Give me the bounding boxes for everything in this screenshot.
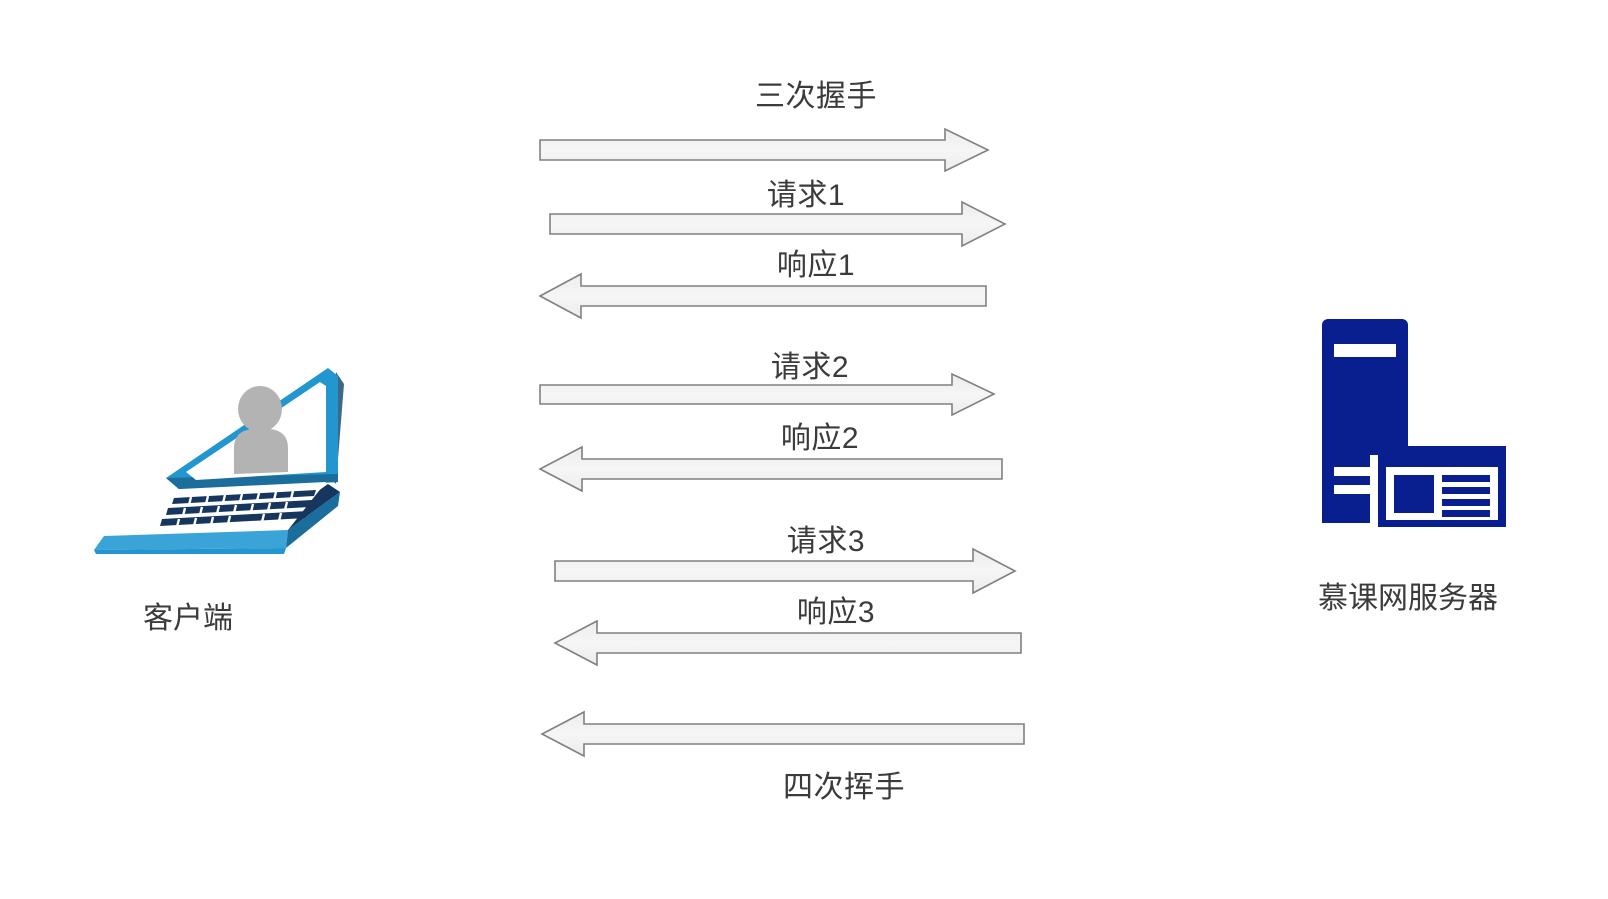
message-arrow-5: [538, 445, 1003, 493]
server-svg: [1322, 319, 1506, 527]
message-label-5: 响应2: [780, 422, 860, 455]
message-arrow-1: [539, 127, 990, 173]
message-label-3: 响应1: [776, 249, 856, 282]
message-arrow-3: [538, 272, 987, 320]
message-label-6: 请求3: [786, 525, 866, 558]
message-label-1: 三次握手: [755, 80, 877, 113]
message-arrow-8: [540, 710, 1025, 758]
laptop-svg: [94, 368, 344, 554]
client-label: 客户端: [143, 602, 233, 635]
message-label-2: 请求1: [766, 179, 846, 212]
message-arrow-7: [553, 619, 1022, 667]
message-label-7: 响应3: [796, 596, 876, 629]
client-laptop-icon: [88, 362, 350, 558]
message-arrow-4: [539, 372, 996, 417]
server-label: 慕课网服务器: [1318, 582, 1498, 615]
message-label-4: 请求2: [770, 351, 850, 384]
message-arrow-6: [554, 547, 1017, 595]
server-tower-icon: [1318, 315, 1508, 527]
message-arrow-2: [549, 200, 1007, 248]
message-label-8: 四次挥手: [783, 771, 905, 804]
